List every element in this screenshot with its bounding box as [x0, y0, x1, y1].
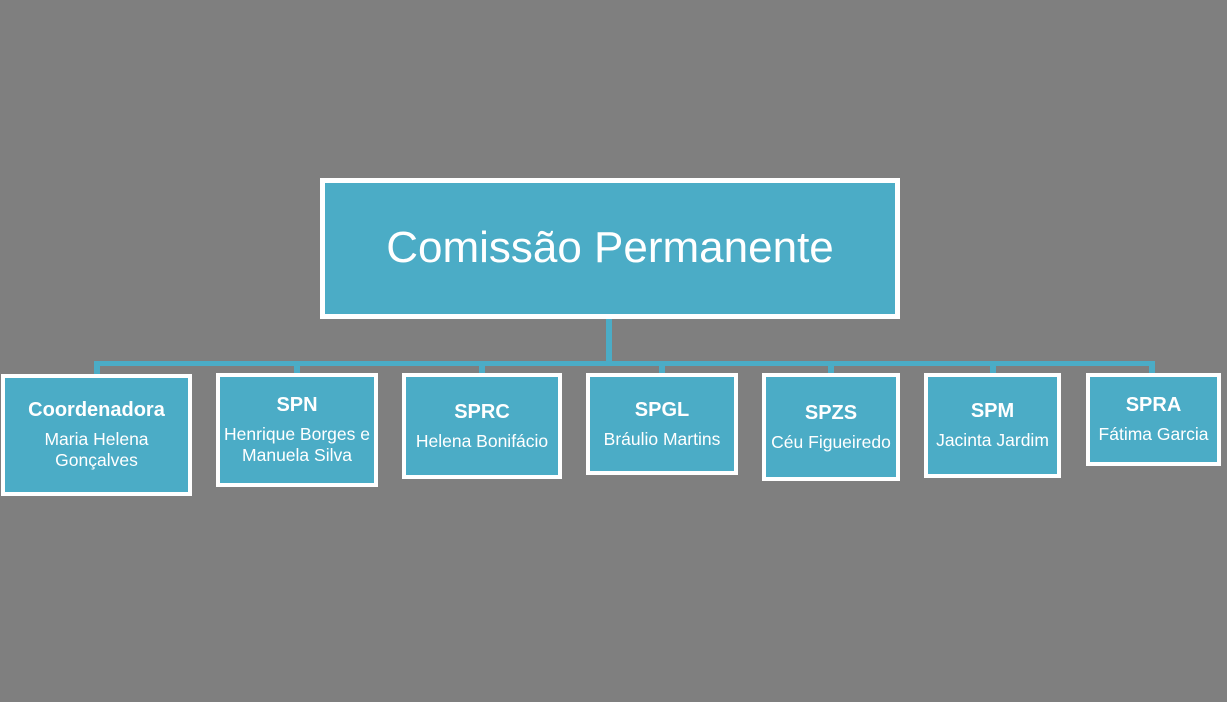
org-node-coordenadora: Coordenadora Maria Helena Gonçalves: [1, 374, 192, 496]
org-node-person: Fátima Garcia: [1098, 424, 1209, 445]
org-node-spra: SPRA Fátima Garcia: [1086, 373, 1221, 466]
org-node-person: Helena Bonifácio: [415, 430, 549, 451]
org-node-person: Céu Figueiredo: [771, 431, 891, 452]
org-node-title: SPM: [970, 400, 1015, 423]
org-node-spzs: SPZS Céu Figueiredo: [762, 373, 900, 481]
connector-stub-spn: [294, 364, 300, 374]
org-node-root-title: Comissão Permanente: [386, 223, 834, 273]
org-node-title: SPRC: [454, 400, 510, 423]
org-node-person: Jacinta Jardim: [936, 430, 1049, 451]
connector-stub-spgl: [659, 364, 665, 374]
org-node-root: Comissão Permanente: [320, 178, 900, 319]
org-node-person: Bráulio Martins: [603, 428, 721, 449]
org-node-spm: SPM Jacinta Jardim: [924, 373, 1061, 478]
connector-stub-sprc: [479, 364, 485, 374]
org-node-title: SPGL: [634, 398, 690, 421]
org-node-title: SPRA: [1125, 394, 1182, 417]
org-node-title: SPN: [276, 394, 318, 417]
connector-stub-spra: [1149, 364, 1155, 374]
connector-stub-coordenadora: [94, 364, 100, 374]
org-node-spgl: SPGL Bráulio Martins: [586, 373, 738, 475]
org-node-title: Coordenadora: [28, 399, 165, 422]
org-node-sprc: SPRC Helena Bonifácio: [402, 373, 562, 479]
org-node-person: Henrique Borges e Manuela Silva: [224, 424, 370, 465]
connector-stub-spzs: [828, 364, 834, 374]
org-node-title: SPZS: [804, 401, 858, 424]
org-node-person: Maria Helena Gonçalves: [44, 429, 149, 470]
org-node-spn: SPN Henrique Borges e Manuela Silva: [216, 373, 378, 487]
connector-stub-spm: [990, 364, 996, 374]
connector-horizontal-rail: [94, 361, 1155, 366]
connector-root-stub: [606, 319, 612, 363]
